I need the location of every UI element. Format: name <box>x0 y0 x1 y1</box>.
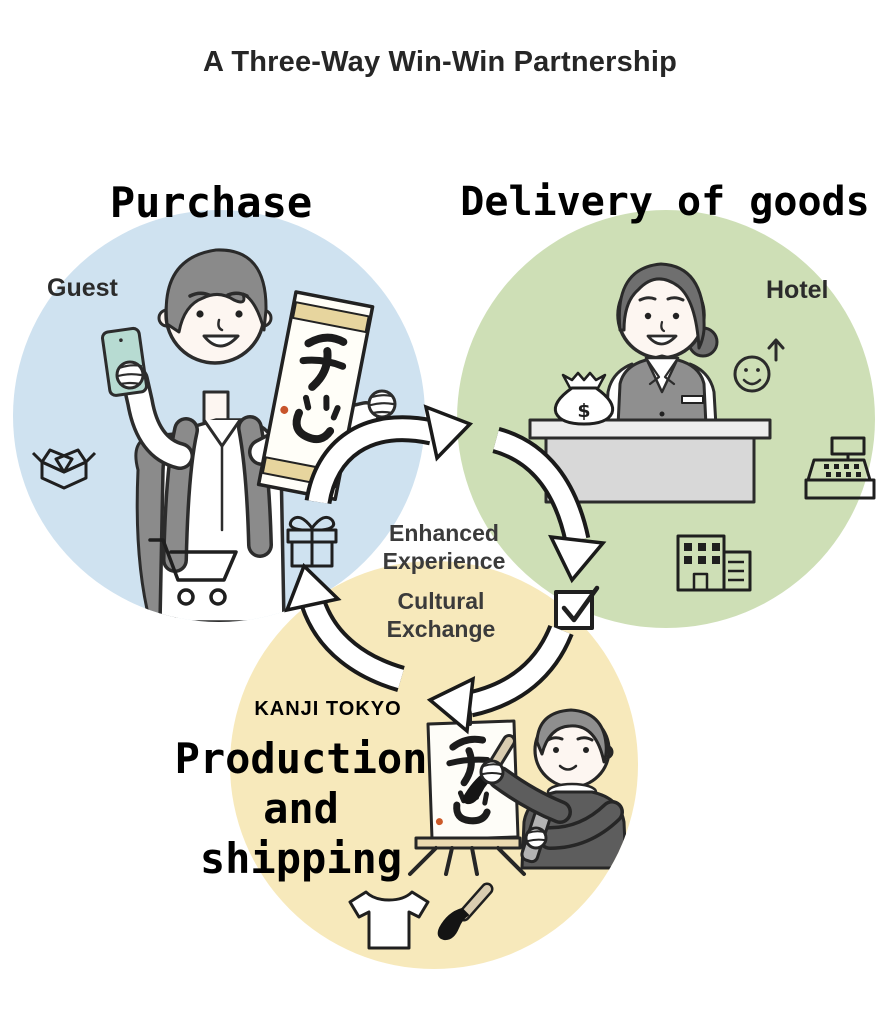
kanji-brush-strokes-canvas <box>446 735 491 825</box>
arrow-production-to-purchase <box>284 562 405 692</box>
purchase-label: Purchase <box>109 178 313 227</box>
arrow-delivery-to-check <box>491 426 607 584</box>
paintbrush-icon <box>437 882 494 941</box>
shopping-cart-icon <box>148 538 238 606</box>
benefit-enhanced-experience: Enhanced Experience <box>383 519 506 575</box>
receptionist-hair <box>617 262 706 350</box>
guest-illustration <box>100 248 397 622</box>
benefit-line: Experience <box>382 548 506 574</box>
package-box-icon <box>31 448 97 490</box>
hotel-actor-label: Hotel <box>766 276 829 304</box>
desk-front <box>544 436 756 504</box>
name-tag <box>681 395 704 404</box>
producer-actor-label: KANJI TOKYO <box>254 698 402 720</box>
gift-icon <box>286 515 338 568</box>
satisfaction-smiley-icon <box>733 355 771 393</box>
dollar-sign: $ <box>577 400 590 422</box>
money-bag-icon: $ <box>553 371 615 426</box>
receptionist-illustration: $ <box>528 262 772 504</box>
arrow-purchase-to-delivery <box>304 404 474 505</box>
up-arrow-icon <box>767 338 785 362</box>
arrow-check-to-production <box>426 624 574 735</box>
production-label-line: shipping <box>199 834 403 883</box>
artist-hair <box>535 708 608 764</box>
tshirt-icon <box>348 890 430 950</box>
artist-illustration <box>348 708 628 950</box>
cycle-arrows <box>284 404 607 735</box>
guest-eyebrow <box>188 291 211 298</box>
benefit-line: Enhanced <box>389 520 499 546</box>
hotel-building-icon <box>676 534 752 592</box>
production-label-line: and <box>263 784 339 833</box>
page-title: A Three-Way Win-Win Partnership <box>202 46 678 78</box>
benefit-cultural-exchange: Cultural Exchange <box>387 587 496 643</box>
delivery-label: Delivery of goods <box>460 179 870 225</box>
kanji-brush-strokes <box>292 333 348 444</box>
benefit-line: Exchange <box>386 616 496 642</box>
cash-register-icon <box>804 436 876 500</box>
production-label: Production and shipping <box>175 734 428 884</box>
production-label-line: Production <box>174 734 428 783</box>
benefit-line: Cultural <box>397 588 485 614</box>
checkbox-icon <box>554 585 600 630</box>
guest-actor-label: Guest <box>47 274 118 302</box>
artist-seal <box>280 405 289 414</box>
